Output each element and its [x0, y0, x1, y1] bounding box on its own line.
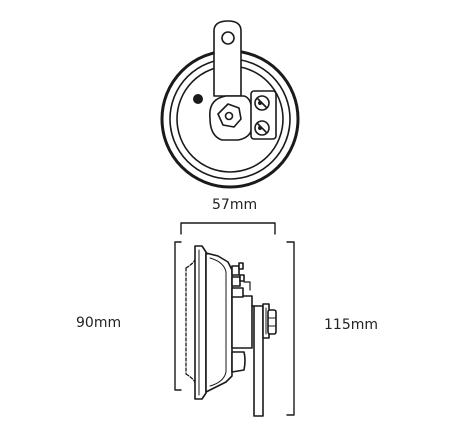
- overall-height-dimension-label: 115mm: [324, 317, 378, 333]
- width-dimension-line: [180, 222, 276, 235]
- drain-hole: [193, 94, 203, 104]
- horn-body-inner: [209, 257, 227, 387]
- side-rim: [194, 245, 207, 400]
- front-view: [160, 20, 300, 189]
- width-dimension-label: 57mm: [212, 197, 258, 213]
- side-view: [174, 222, 295, 417]
- dimension-lines: [174, 222, 295, 416]
- height-dimension-line: [174, 241, 182, 391]
- side-bracket: [253, 305, 264, 417]
- overall-height-dimension-line: [286, 241, 295, 416]
- terminal-block: [250, 90, 277, 140]
- height-dimension-label: 90mm: [76, 315, 122, 331]
- lower-boss: [231, 351, 246, 373]
- side-terminals: [231, 262, 251, 291]
- center-nut: [217, 103, 242, 128]
- side-bolt: [262, 303, 277, 339]
- horn-body: [205, 252, 233, 393]
- center-screw: [224, 111, 234, 121]
- rear-housing: [231, 295, 253, 349]
- bracket-mounting-hole: [221, 31, 235, 45]
